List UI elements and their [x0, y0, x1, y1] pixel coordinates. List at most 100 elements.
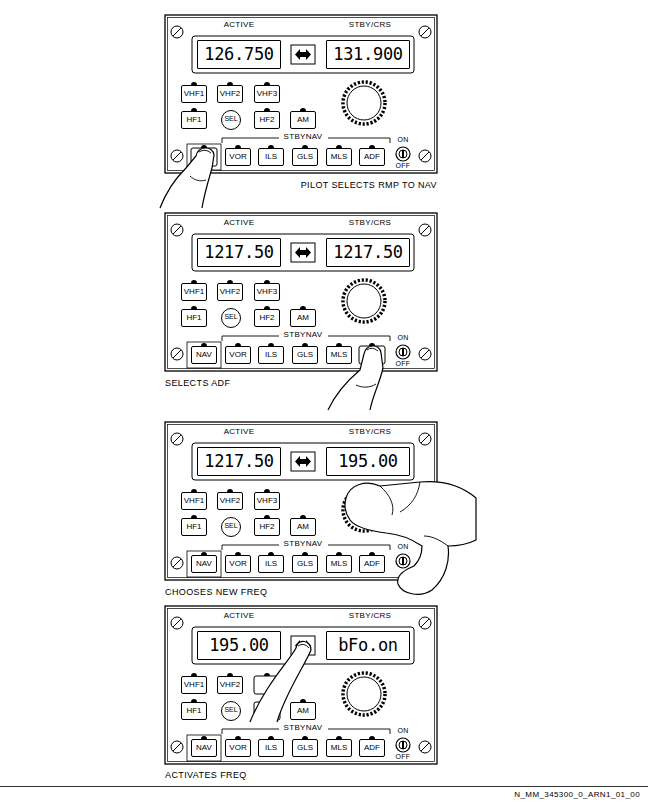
step-caption: PILOT SELECTS RMP TO NAV	[301, 181, 437, 190]
button-label: ILS	[265, 744, 277, 752]
frequency-readout: 1217.50	[333, 244, 403, 261]
frequency-readout: bFo.on	[338, 637, 398, 654]
rmp-panel-frame	[165, 606, 437, 764]
selector-button: HF1	[181, 702, 207, 720]
selector-button: VHF2	[217, 283, 243, 301]
selector-button: VHF3	[254, 492, 280, 510]
button-label: ADF	[364, 560, 380, 568]
selector-button: VOR	[225, 555, 251, 573]
button-label: ILS	[265, 351, 277, 359]
panel-label: ON	[397, 727, 408, 734]
rmp-panel: ACTIVESTBY/CRSSTBYNAVON1217.50195.00VHF1…	[165, 422, 437, 580]
selector-button: ILS	[258, 148, 284, 166]
page-rule	[0, 786, 648, 787]
selector-button: ILS	[258, 739, 284, 757]
selector-button: VHF3	[254, 283, 280, 301]
select-button: SEL	[221, 517, 241, 537]
button-label: VHF2	[220, 288, 240, 296]
button-label: SEL	[224, 522, 237, 529]
button-label: HF2	[259, 314, 274, 322]
button-label: VHF3	[257, 90, 277, 98]
panel-label: ON	[397, 136, 408, 143]
button-label: VHF2	[220, 497, 240, 505]
button-label: ILS	[265, 560, 277, 568]
panel-label: ON	[397, 543, 408, 550]
pressing-hand	[328, 346, 383, 410]
button-label: HF1	[186, 707, 201, 715]
button-label: AM	[297, 314, 309, 322]
selector-button: MLS	[326, 555, 352, 573]
button-label: MLS	[331, 744, 347, 752]
rmp-panel: ACTIVESTBY/CRSSTBYNAVONOFF1217.501217.50…	[165, 213, 437, 371]
select-button: SEL	[221, 110, 241, 130]
button-label: VHF2	[220, 681, 240, 689]
button-label: AM	[297, 707, 309, 715]
selector-button: ADF	[359, 555, 385, 573]
frequency-display: 195.00	[326, 447, 410, 476]
button-label: VOR	[229, 351, 246, 359]
button-label: NAV	[196, 351, 212, 359]
button-label: AM	[297, 523, 309, 531]
selector-button: HF2	[254, 518, 280, 536]
step-caption: CHOOSES NEW FREQ	[165, 588, 267, 597]
selector-button: NAV	[191, 555, 217, 573]
pressing-hand	[160, 148, 214, 208]
frequency-display: 1217.50	[326, 238, 410, 267]
panel-label: ACTIVE	[224, 428, 255, 436]
frequency-display: 1217.50	[197, 447, 281, 476]
button-label: HF2	[259, 523, 274, 531]
selector-button: GLS	[292, 555, 318, 573]
selector-button: VOR	[225, 148, 251, 166]
frequency-display: 1217.50	[197, 238, 281, 267]
selector-button: VOR	[225, 346, 251, 364]
selector-button: HF2	[254, 309, 280, 327]
button-label: VHF3	[257, 288, 277, 296]
rmp-panel-frame	[165, 213, 437, 371]
rmp-panel: ACTIVESTBY/CRSSTBYNAVONOFF126.750131.900…	[165, 15, 437, 173]
frequency-readout: 126.750	[204, 46, 274, 63]
panel-label: ACTIVE	[224, 219, 255, 227]
button-label: ADF	[364, 744, 380, 752]
selector-button: ILS	[258, 555, 284, 573]
frequency-readout: 131.900	[333, 46, 403, 63]
step-caption: SELECTS ADF	[165, 379, 230, 388]
panel-label: STBY/CRS	[349, 21, 391, 29]
frequency-display: 195.00	[197, 631, 281, 660]
panel-label: STBY/CRS	[349, 612, 391, 620]
frequency-readout: 1217.50	[204, 244, 274, 261]
panel-label: OFF	[396, 753, 411, 760]
select-button: SEL	[221, 701, 241, 721]
selector-button: NAV	[191, 346, 217, 364]
selector-button: MLS	[326, 148, 352, 166]
button-label: ADF	[364, 153, 380, 161]
button-label: VOR	[229, 153, 246, 161]
selector-button: HF1	[181, 309, 207, 327]
frequency-display: bFo.on	[326, 631, 410, 660]
selector-button: MLS	[326, 346, 352, 364]
button-label: GLS	[297, 153, 313, 161]
button-label: VHF1	[184, 288, 204, 296]
button-label: MLS	[331, 351, 347, 359]
selector-button: VHF2	[217, 492, 243, 510]
selector-button: AM	[290, 309, 316, 327]
selector-button: AM	[290, 518, 316, 536]
panel-label: STBYNAV	[284, 724, 323, 732]
selector-button: HF1	[181, 111, 207, 129]
selector-button: VHF3	[254, 85, 280, 103]
button-label: VHF1	[184, 681, 204, 689]
step-caption: ACTIVATES FREQ	[165, 771, 247, 780]
button-label: MLS	[331, 153, 347, 161]
selector-button: GLS	[292, 148, 318, 166]
selector-button: AM	[290, 702, 316, 720]
selector-button: VOR	[225, 739, 251, 757]
selector-button: HF1	[181, 518, 207, 536]
selector-button: GLS	[292, 346, 318, 364]
frequency-readout: 1217.50	[204, 453, 274, 470]
panel-label: STBYNAV	[284, 133, 323, 141]
button-label: VHF1	[184, 497, 204, 505]
button-label: NAV	[196, 744, 212, 752]
button-label: AM	[297, 116, 309, 124]
button-label: SEL	[224, 706, 237, 713]
selector-button: ADF	[359, 148, 385, 166]
